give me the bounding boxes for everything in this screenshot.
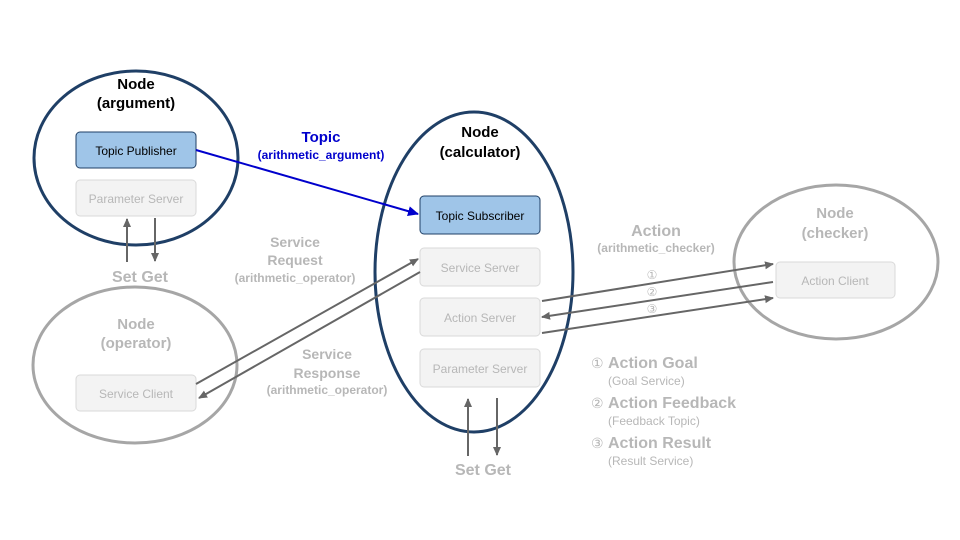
topic-arrow	[195, 149, 419, 217]
set-get-calculator-label: Set Get	[455, 462, 512, 479]
legend-feedback-sub: (Feedback Topic)	[608, 414, 700, 428]
service-client-label: Service Client	[99, 387, 174, 401]
node-operator-title: Node	[117, 316, 155, 333]
topic-name-label: (arithmetic_argument)	[258, 148, 385, 162]
node-checker-ellipse	[732, 183, 940, 341]
service-client-box[interactable]: Service Client	[75, 374, 197, 412]
service-response-arrow	[198, 271, 421, 399]
node-argument-title: Node	[117, 76, 155, 93]
service-server-box[interactable]: Service Server	[419, 247, 541, 287]
service-server-label: Service Server	[441, 261, 520, 275]
action-circle-1: ①	[647, 268, 658, 282]
legend-goal-sub: (Goal Service)	[608, 374, 685, 388]
parameter-server-calculator-box[interactable]: Parameter Server	[419, 348, 541, 388]
legend-result-title: Action Result	[608, 435, 712, 452]
action-circle-2: ②	[647, 285, 658, 299]
legend-result-sub: (Result Service)	[608, 454, 693, 468]
legend-goal-title: Action Goal	[608, 355, 698, 372]
service-response-label-1: Service	[302, 346, 352, 362]
action-client-box[interactable]: Action Client	[775, 261, 896, 299]
action-server-box[interactable]: Action Server	[419, 297, 541, 337]
action-legend: ① Action Goal (Goal Service) ② Action Fe…	[591, 355, 736, 468]
legend-feedback-title: Action Feedback	[608, 395, 736, 412]
node-argument-ellipse	[32, 69, 240, 247]
node-calculator-ellipse	[373, 110, 575, 434]
topic-subscriber-label: Topic Subscriber	[436, 209, 525, 223]
service-response-name-label: (arithmetic_operator)	[267, 383, 388, 397]
parameter-server-argument-box[interactable]: Parameter Server	[75, 179, 197, 217]
node-calculator-title: Node	[461, 124, 499, 141]
topic-label: Topic	[302, 129, 341, 146]
action-name-label: (arithmetic_checker)	[597, 241, 714, 255]
service-request-name-label: (arithmetic_operator)	[235, 271, 356, 285]
parameter-server-calculator-label: Parameter Server	[433, 362, 528, 376]
topic-publisher-label: Topic Publisher	[95, 144, 176, 158]
service-request-label-1: Service	[270, 234, 320, 250]
topic-subscriber-box[interactable]: Topic Subscriber	[419, 195, 541, 235]
legend-result-number: ③	[591, 435, 604, 451]
action-client-label: Action Client	[801, 274, 869, 288]
service-request-label-2: Request	[267, 252, 323, 268]
service-request-arrow	[195, 258, 419, 385]
legend-feedback-number: ②	[591, 395, 604, 411]
legend-goal-number: ①	[591, 355, 604, 371]
action-goal-arrow	[541, 261, 774, 302]
topic-publisher-box[interactable]: Topic Publisher	[75, 131, 197, 169]
action-server-label: Action Server	[444, 311, 516, 325]
node-checker-title: Node	[816, 205, 854, 222]
node-argument-subtitle: (argument)	[97, 95, 175, 112]
parameter-server-argument-label: Parameter Server	[89, 192, 184, 206]
set-get-argument-label: Set Get	[112, 269, 169, 286]
action-circle-3: ③	[647, 302, 658, 316]
action-label: Action	[631, 223, 681, 240]
node-checker-subtitle: (checker)	[802, 225, 869, 242]
action-feedback-arrow	[541, 281, 774, 320]
node-calculator-subtitle: (calculator)	[440, 144, 521, 161]
node-operator-subtitle: (operator)	[101, 335, 172, 352]
node-operator-ellipse	[31, 285, 239, 445]
service-response-label-2: Response	[294, 365, 361, 381]
action-result-arrow	[541, 295, 774, 334]
